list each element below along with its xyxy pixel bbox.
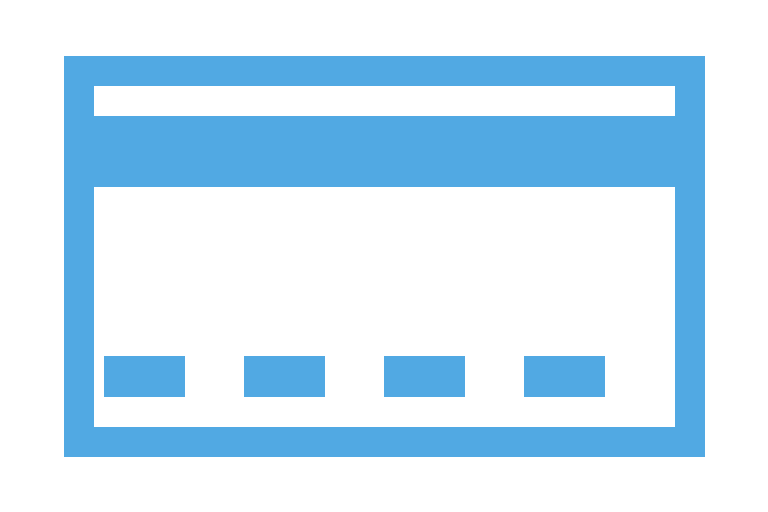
card-number-group-2 (244, 356, 325, 397)
magnetic-stripe (94, 116, 675, 187)
card-number-group-4 (524, 356, 605, 397)
card-number-group-1 (104, 356, 185, 397)
card-number-group-3 (384, 356, 465, 397)
credit-card-icon (64, 56, 705, 457)
